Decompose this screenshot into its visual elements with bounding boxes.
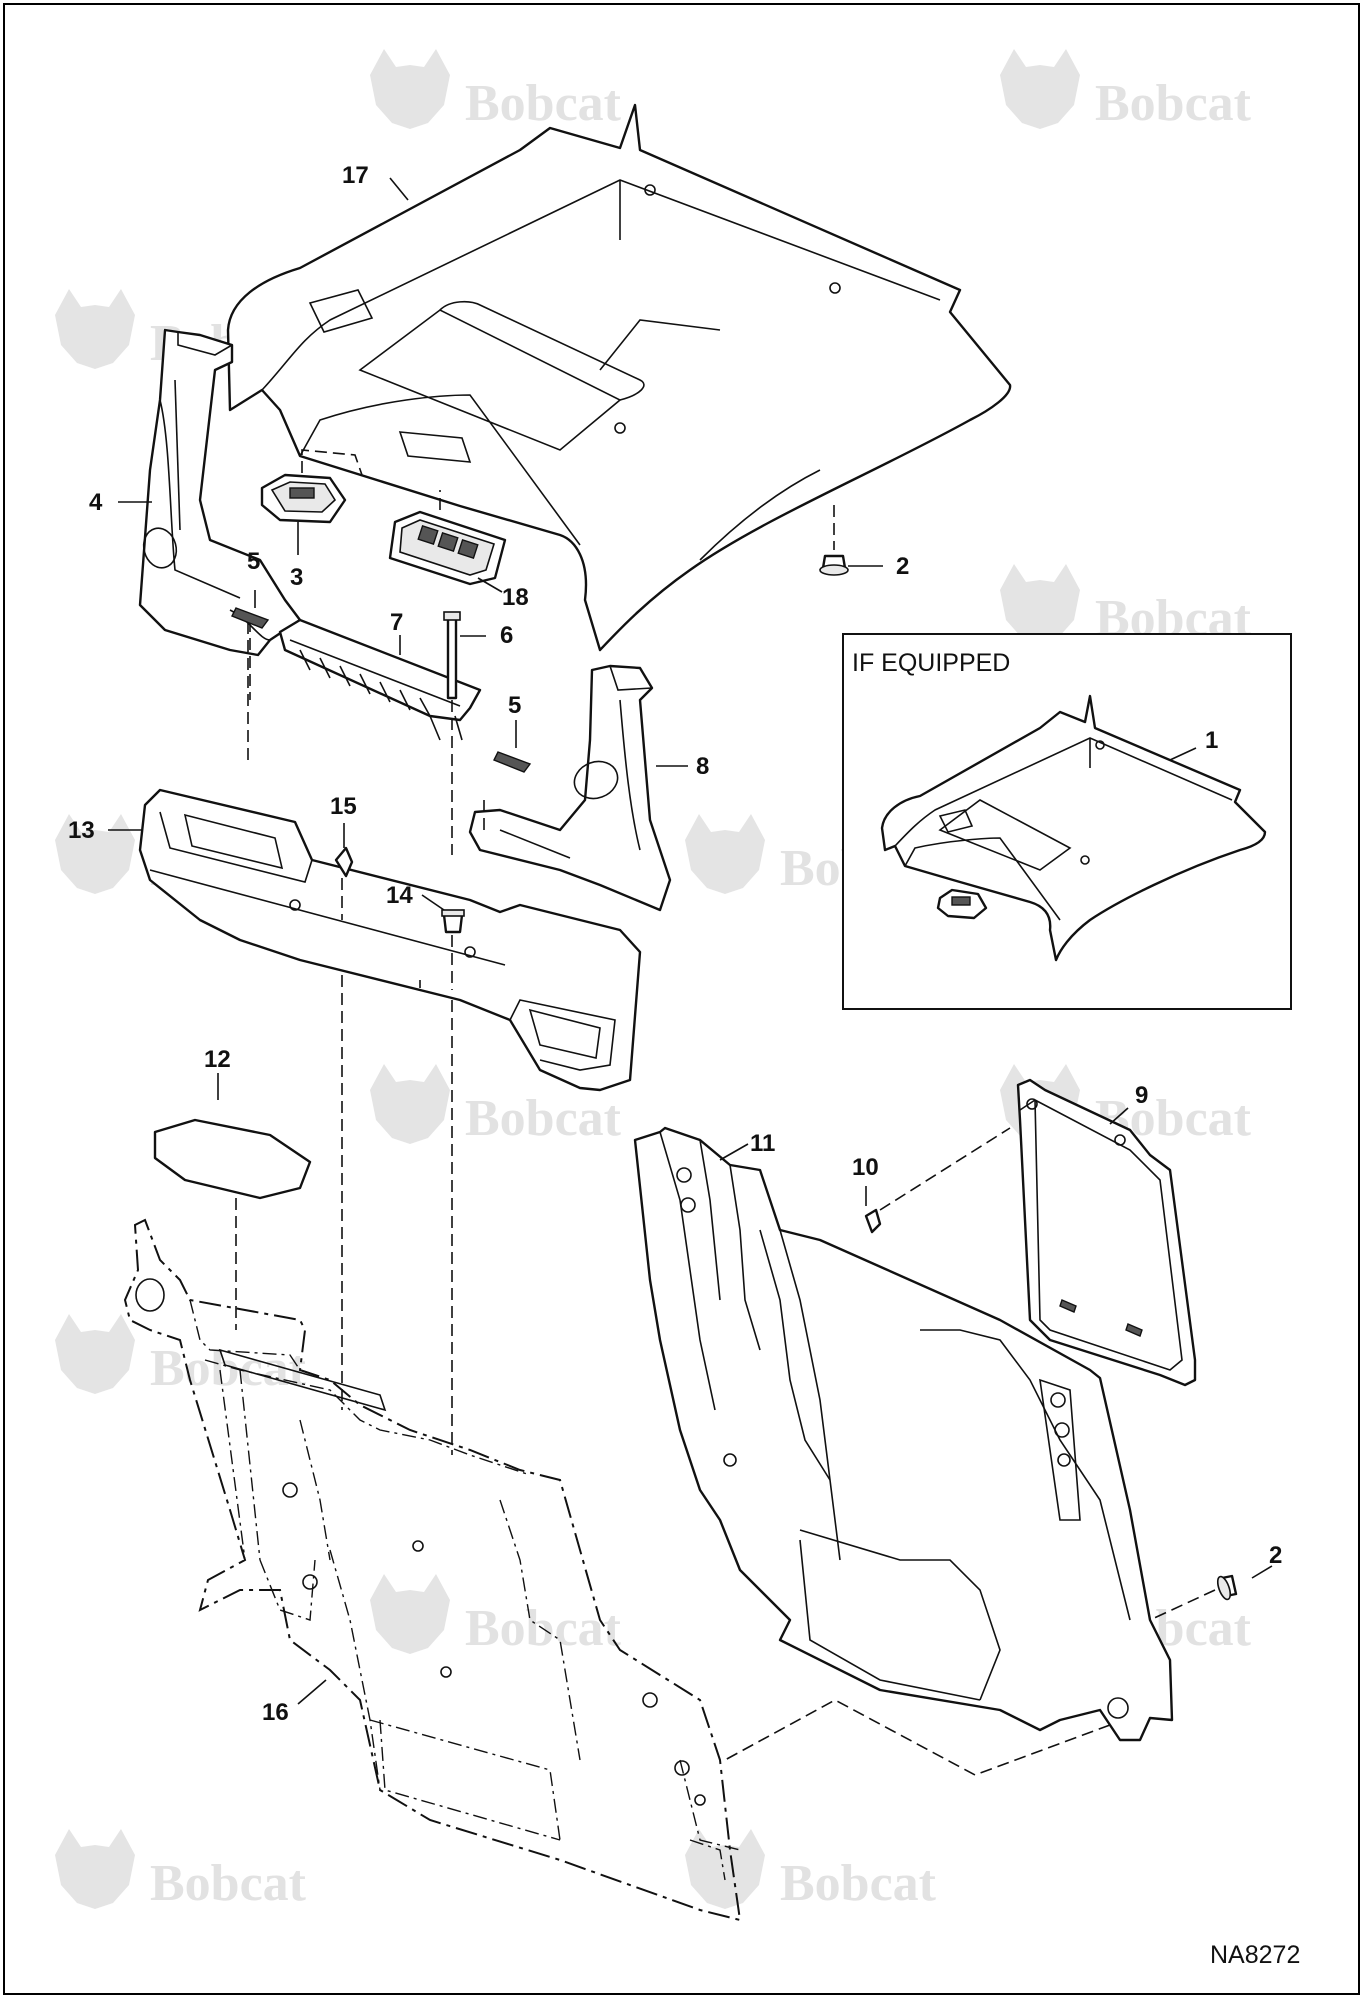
drawing-frame: [3, 3, 1360, 1995]
bobcat-logo-icon: [370, 49, 450, 129]
part-10-clip: [864, 1208, 882, 1234]
part-2-fastener-upper: [819, 505, 849, 576]
bobcat-logo-icon: [685, 814, 765, 894]
callout-18: 18: [502, 584, 529, 611]
part-7-rail: [278, 618, 482, 741]
callout-5-right: 5: [508, 692, 521, 719]
part-3-dome-light: [260, 449, 363, 524]
part-13-floor-plate: [138, 788, 642, 1092]
part-5-clip-right: [483, 751, 532, 830]
part-2-fastener-lower: [1216, 1574, 1238, 1601]
part-17-headliner: [226, 103, 1012, 652]
callout-15: 15: [330, 793, 357, 820]
part-11-side-panel: [633, 1126, 1174, 1742]
callout-16: 16: [262, 1699, 289, 1726]
part-12-pad: [153, 1118, 312, 1330]
watermark-text: Bobcat: [465, 1090, 622, 1147]
callout-2-lower: 2: [1269, 1542, 1282, 1569]
leader-lines: [108, 177, 1273, 1705]
alignment-line-10-9: [879, 1127, 1011, 1211]
callout-3: 3: [290, 564, 303, 591]
bobcat-logo-icon: [370, 1064, 450, 1144]
callout-7: 7: [390, 609, 403, 636]
bobcat-logo-icon: [1000, 49, 1080, 129]
alignment-line-11-floor: [724, 1699, 1111, 1776]
callout-17: 17: [342, 162, 369, 189]
callout-14: 14: [386, 882, 413, 909]
watermark-text: Bobcat: [1095, 75, 1252, 132]
watermark-text: Bobcat: [465, 75, 622, 132]
part-15-clip: [334, 846, 354, 920]
bobcat-logo-icon: [55, 289, 135, 369]
bobcat-logo-icon: [55, 1314, 135, 1394]
bobcat-logo-icon: [55, 814, 135, 894]
bobcat-logo-icon: [55, 1829, 135, 1909]
watermark-text: Bobcat: [150, 1855, 307, 1912]
bobcat-logo-icon: [685, 1829, 765, 1909]
bobcat-logo-icon: [1000, 564, 1080, 644]
inset-title: IF EQUIPPED: [852, 649, 1010, 677]
part-6-bolt: [443, 611, 461, 855]
watermark-text: Bobcat: [150, 1340, 307, 1397]
part-9-rear-panel: [1016, 1078, 1197, 1387]
part-18-switch-panel: [388, 490, 507, 586]
part-14-grommet: [441, 909, 465, 990]
callout-1: 1: [1205, 727, 1218, 754]
watermark-text: Bobcat: [780, 1855, 937, 1912]
callout-5-left: 5: [247, 548, 260, 575]
callout-4: 4: [89, 489, 103, 516]
callout-6: 6: [500, 622, 513, 649]
callout-labels: 17 4 3 18 2 5 7 6 5 8 15 13 14 1 12 9 11…: [68, 162, 1282, 1726]
callout-2-upper: 2: [896, 553, 909, 580]
callout-8: 8: [696, 753, 709, 780]
callout-9: 9: [1135, 1082, 1148, 1109]
part-16-cab-floor: [123, 1218, 742, 1922]
bobcat-logo-icon: [370, 1574, 450, 1654]
alignment-line-2-lower: [1149, 1589, 1216, 1621]
callout-11: 11: [750, 1130, 775, 1157]
callout-13: 13: [68, 817, 95, 844]
part-4-left-pillar-trim: [138, 328, 302, 700]
drawing-reference: NA8272: [1210, 1941, 1300, 1969]
callout-12: 12: [204, 1046, 231, 1073]
part-5-clip-left: [231, 607, 270, 760]
callout-10: 10: [852, 1154, 879, 1181]
part-8-right-pillar-trim: [468, 664, 672, 912]
inset-if-equipped: [842, 633, 1292, 1010]
